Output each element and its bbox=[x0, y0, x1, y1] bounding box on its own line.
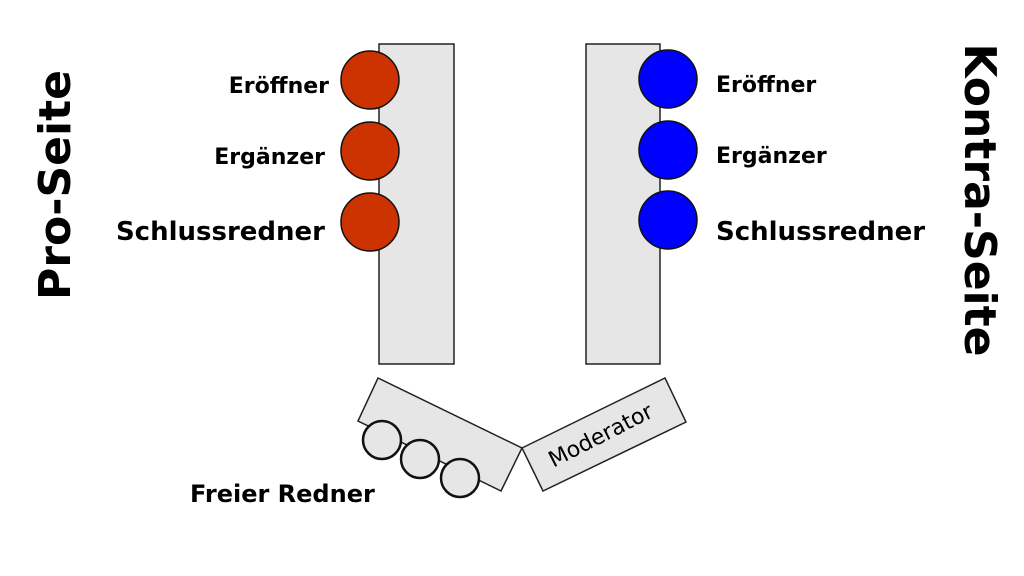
contra-speaker-seat-2 bbox=[638, 120, 698, 180]
contra-speaker-seat-3 bbox=[638, 190, 698, 250]
free-speaker-seat-3 bbox=[439, 457, 481, 499]
pro-speaker-seat-3 bbox=[340, 192, 400, 252]
free-speaker-seat-1 bbox=[361, 419, 403, 461]
free-speaker-label: Freier Redner bbox=[190, 480, 375, 508]
pro-role-2: Ergänzer bbox=[214, 145, 325, 170]
free-speaker-table bbox=[357, 376, 524, 493]
pro-side-title: Pro-Seite bbox=[30, 70, 81, 300]
contra-role-1: Eröffner bbox=[716, 73, 816, 98]
contra-side-title: Kontra-Seite bbox=[954, 43, 1005, 356]
contra-role-2: Ergänzer bbox=[716, 144, 827, 169]
contra-speaker-seat-1 bbox=[638, 49, 698, 109]
moderator-table bbox=[520, 376, 687, 492]
contra-role-3: Schlussredner bbox=[716, 217, 925, 247]
pro-speaker-seat-2 bbox=[340, 121, 400, 181]
pro-speaker-seat-1 bbox=[340, 50, 400, 110]
free-speaker-seat-2 bbox=[399, 438, 441, 480]
pro-role-1: Eröffner bbox=[229, 74, 329, 99]
pro-role-3: Schlussredner bbox=[116, 217, 325, 247]
